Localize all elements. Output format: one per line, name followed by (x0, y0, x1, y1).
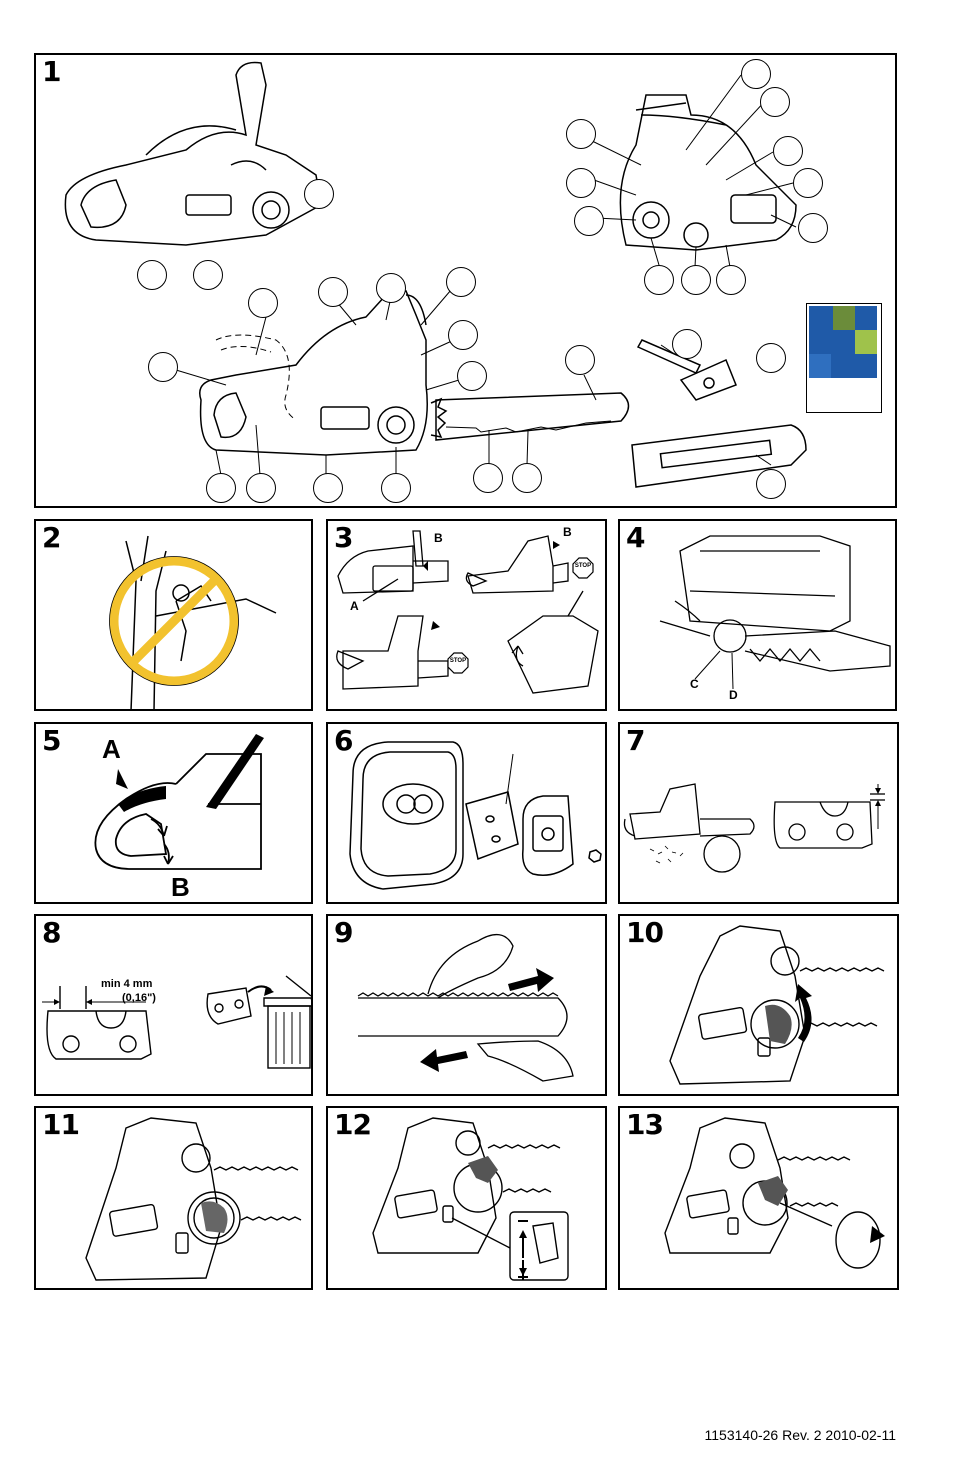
stop-sign-icon (572, 557, 594, 579)
min-depth-label: min 4 mm (101, 978, 153, 990)
callout-circle (756, 343, 786, 373)
panel-8: 8 min 4 mm (34, 914, 313, 1096)
callout-circle (376, 273, 406, 303)
panel-5: 5 A B (34, 722, 313, 904)
min-depth-inches-label: (0,16") (122, 992, 156, 1004)
callout-circle (741, 59, 771, 89)
callout-circle (248, 288, 278, 318)
muffler-illustration (349, 741, 602, 890)
callout-circle (716, 265, 746, 295)
callout-circle (512, 463, 542, 493)
stop-sign-icon (447, 652, 469, 674)
panel-number: 5 (42, 724, 62, 757)
operators-manual-illustration (806, 303, 882, 413)
panel-9: 9 (326, 914, 607, 1096)
panel-number: 12 (334, 1108, 372, 1141)
callout-circle (565, 345, 595, 375)
callout-circle (798, 213, 828, 243)
panel-number: 2 (42, 521, 62, 554)
chain-check-illustration (357, 934, 574, 1082)
clutch-cover-knob-illustration (669, 925, 885, 1085)
prohibition-icon (109, 556, 239, 686)
callout-circle (148, 352, 178, 382)
stop-label: STOP (449, 658, 467, 664)
panel-7: 7 (618, 722, 899, 904)
panel-number: 8 (42, 916, 62, 949)
callout-circle (644, 265, 674, 295)
rotate-arrow-icon (795, 984, 812, 1042)
callout-circle (566, 119, 596, 149)
callout-circle (473, 463, 503, 493)
combination-spanner-illustration (636, 339, 737, 401)
throttle-lockout-illustration (94, 734, 264, 870)
panel-1: 1 (34, 53, 897, 508)
panel-number: 6 (334, 724, 354, 757)
chain-brake-illustrations (336, 530, 599, 694)
panel-10: 10 (618, 914, 899, 1096)
stop-label: STOP (574, 563, 592, 569)
callout-circle (756, 469, 786, 499)
panel-number: 1 (42, 55, 62, 88)
tension-knob-illustration (664, 1117, 885, 1269)
panel-2: 2 (34, 519, 313, 711)
label-b: B (434, 531, 443, 545)
label-b: B (563, 525, 572, 539)
panel-number: 3 (334, 521, 354, 554)
panel-number: 4 (626, 521, 646, 554)
chain-tensioner-illustration (372, 1117, 569, 1281)
panel-number: 11 (42, 1108, 80, 1141)
panel-6: 6 (326, 722, 607, 904)
callout-circle (448, 320, 478, 350)
spark-arrestor-illustration (623, 783, 885, 873)
callout-circle (304, 179, 334, 209)
callout-circle (574, 206, 604, 236)
callout-circle (760, 87, 790, 117)
chainsaw-front-illustration (583, 74, 797, 268)
callout-circle (566, 168, 596, 198)
panel-3: 3 B A (326, 519, 607, 711)
callout-circle (318, 277, 348, 307)
worn-chain-illustration (42, 975, 311, 1069)
callout-circle (246, 473, 276, 503)
panel-number: 7 (626, 724, 646, 757)
panel-4: 4 C D (618, 519, 897, 711)
callout-circle (193, 260, 223, 290)
callout-circle (681, 265, 711, 295)
rotate-arrow-icon (835, 1211, 881, 1269)
label-b: B (171, 872, 190, 902)
panel-number: 9 (334, 916, 354, 949)
callout-circle (773, 136, 803, 166)
climbing-tree-illustration (109, 535, 277, 709)
callout-circle (446, 267, 476, 297)
callout-circle (137, 260, 167, 290)
label-d: D (729, 688, 738, 702)
chainsaw-rear-illustration (64, 61, 322, 246)
callout-circle (672, 329, 702, 359)
label-a: A (102, 734, 121, 764)
clutch-cover-illustration (85, 1117, 302, 1281)
callout-circle (206, 473, 236, 503)
label-a: A (350, 599, 359, 613)
panel-number: 10 (626, 916, 664, 949)
callout-circle (381, 473, 411, 503)
callout-circle (793, 168, 823, 198)
label-c: C (690, 677, 699, 691)
manual-cover-photo (809, 306, 877, 378)
panel-13: 13 (618, 1106, 899, 1290)
chain-catcher-illustration (659, 535, 891, 690)
panel-number: 13 (626, 1108, 664, 1141)
callout-circle (457, 361, 487, 391)
panel-11: 11 (34, 1106, 313, 1290)
panel-12: 12 (326, 1106, 607, 1290)
bar-guard-illustration (631, 424, 807, 488)
callout-circle (313, 473, 343, 503)
document-reference: 1153140-26 Rev. 2 2010-02-11 (704, 1427, 896, 1443)
